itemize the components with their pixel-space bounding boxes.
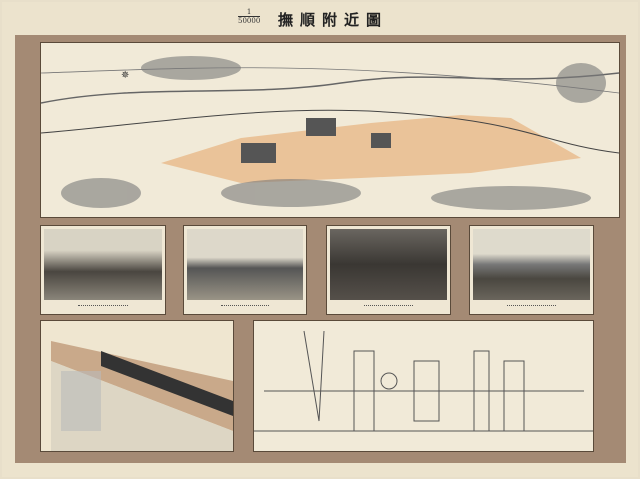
plant-diagram (253, 320, 594, 452)
hills (61, 56, 606, 210)
river (40, 72, 620, 104)
scale: 1 50000 (238, 8, 261, 25)
map-drawing: ✵ (40, 43, 620, 217)
railway (40, 109, 620, 154)
geological-section (40, 320, 234, 452)
towns (241, 118, 391, 163)
photo-1 (40, 225, 166, 315)
photo-4 (469, 225, 594, 315)
scale-denominator: 50000 (238, 16, 261, 25)
main-map: ✵ (40, 42, 620, 218)
plant-drawing (254, 321, 593, 451)
photo-3 (326, 225, 451, 315)
section-drawing (41, 321, 233, 451)
coalfield-area (161, 115, 581, 183)
scale-numerator: 1 (246, 8, 252, 16)
title-bar: 1 50000 撫順附近圖 (0, 0, 640, 34)
photo-2 (183, 225, 307, 315)
map-title: 撫順附近圖 (278, 11, 389, 29)
compass-rose-icon: ✵ (121, 70, 129, 81)
